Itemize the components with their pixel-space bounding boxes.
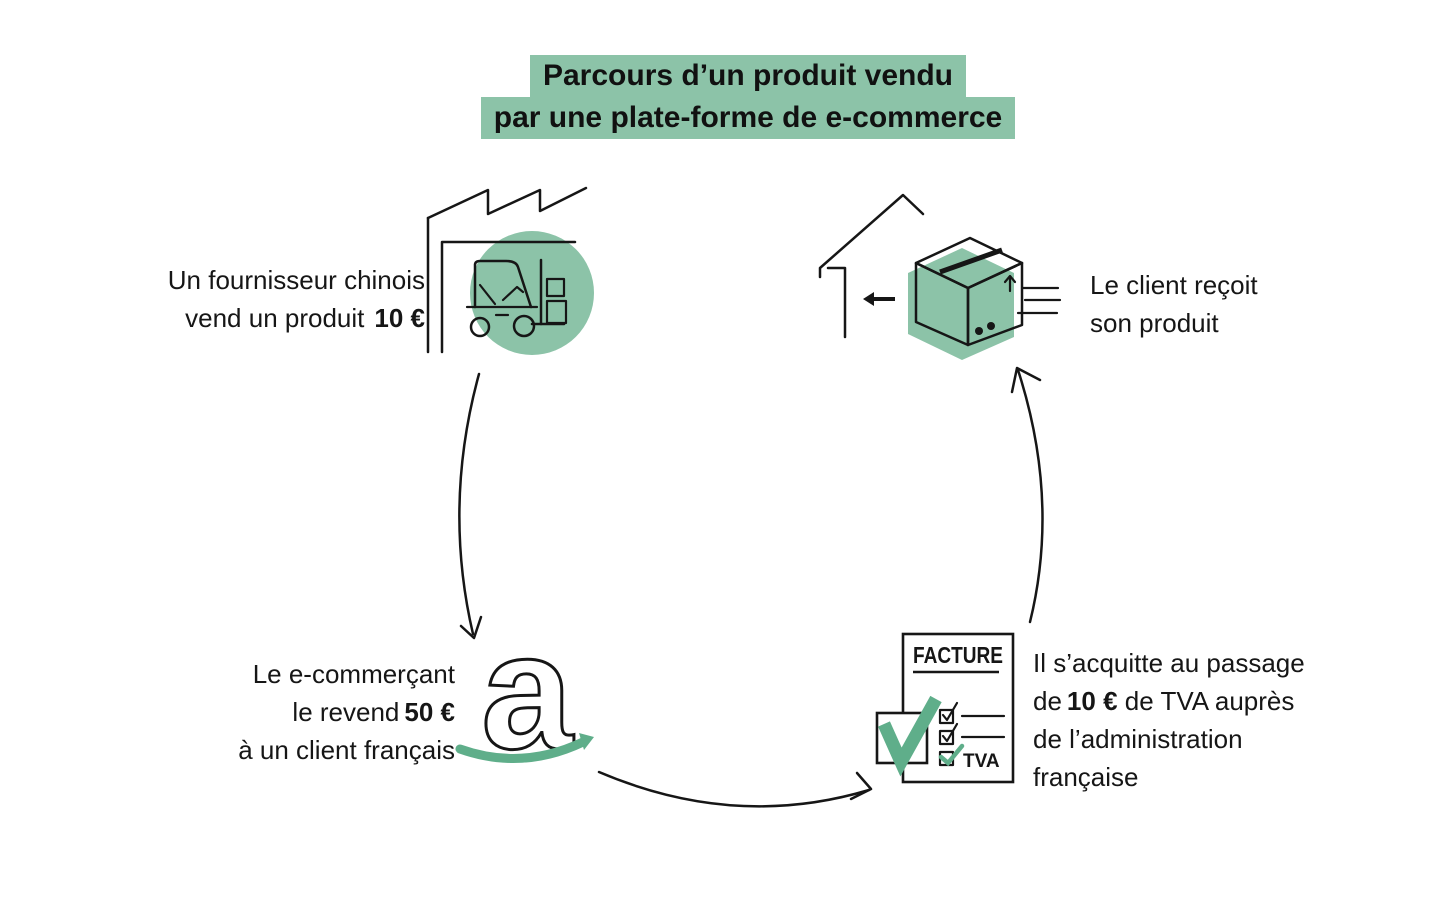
amazon-logo: a	[455, 598, 594, 785]
green-package-backdrop	[908, 248, 1014, 360]
platform-line-1: Le e-commerçant	[252, 659, 455, 689]
checkbox-3-green-tick	[938, 743, 965, 767]
amazon-smile-swoosh	[455, 737, 588, 763]
checkbox-1-tick	[941, 701, 959, 722]
flow-arrows	[458, 366, 1044, 808]
delivery-arrow-head	[863, 292, 874, 306]
box-dot-left	[975, 327, 983, 335]
invoice-lines	[960, 714, 1006, 739]
big-green-check	[878, 695, 942, 777]
forklift-rear-wheel	[469, 316, 491, 338]
cargo-box-bottom	[545, 299, 568, 325]
house-package-icon	[818, 193, 1062, 360]
checkbox-1	[938, 708, 955, 725]
tax-line-2-post: de TVA auprès	[1124, 686, 1295, 716]
tax-line-4: française	[1033, 762, 1139, 792]
box-dot-right	[987, 322, 995, 330]
box-up-arrow	[1003, 274, 1017, 293]
green-circle-backdrop	[470, 231, 594, 355]
supplier-line-1: Un fournisseur chinois	[167, 265, 425, 295]
arrow-supplier-to-platform	[458, 372, 483, 640]
tax-line-2-pre: de	[1033, 686, 1062, 716]
invoice-sheet	[901, 632, 1015, 784]
checkbox-2	[938, 729, 955, 746]
checkbox-2-tick	[941, 722, 959, 743]
house-wall	[826, 266, 847, 339]
supplier-price: 10 €	[374, 303, 425, 333]
box-right-face	[966, 261, 1024, 347]
forklift-windshield-line	[478, 283, 497, 306]
tax-line-3: de l’administration	[1033, 724, 1243, 754]
forklift-cab	[473, 259, 533, 309]
diagram-title: Parcours d’un produit vendu par une plat…	[44, 55, 1452, 139]
amazon-smile-arrowhead	[579, 733, 594, 750]
tax-price: 10 €	[1066, 686, 1118, 716]
cargo-box-top	[545, 277, 566, 298]
label-client: Le client reçoit son produit	[1090, 266, 1410, 342]
package-box	[914, 236, 1024, 347]
client-line-1: Le client reçoit	[1090, 270, 1258, 300]
speed-lines	[1016, 286, 1062, 315]
platform-price: 50 €	[404, 697, 455, 727]
tva-label: TVA	[963, 751, 1000, 772]
platform-line-2: le revend	[292, 697, 400, 727]
forklift-front-wheel	[512, 314, 536, 338]
supplier-line-2: vend un produit	[185, 303, 365, 333]
forklift-wiper	[501, 285, 525, 302]
label-supplier: Un fournisseur chinois vend un produit 10…	[60, 261, 425, 337]
platform-line-3: à un client français	[238, 735, 455, 765]
arrow-platform-to-tax	[597, 770, 873, 808]
title-line-2: par une plate-forme de e-commerce	[480, 97, 1016, 139]
box-tape-stripe	[939, 247, 1003, 275]
invoice-icon: FACTURE TVA	[875, 632, 1015, 784]
client-line-2: son produit	[1090, 308, 1219, 338]
title-line-1: Parcours d’un produit vendu	[529, 55, 967, 97]
factory-roof	[426, 186, 588, 220]
house-roof	[818, 193, 925, 279]
invoice-title: FACTURE	[913, 642, 1003, 668]
factory-forklift-icon	[426, 186, 594, 355]
forklift	[465, 258, 568, 338]
tax-line-1: Il s’acquitte au passage	[1033, 648, 1305, 678]
arrow-tax-to-client	[1010, 366, 1044, 624]
delivery-arrow-left	[863, 292, 895, 306]
factory-inner-wall	[440, 240, 577, 354]
